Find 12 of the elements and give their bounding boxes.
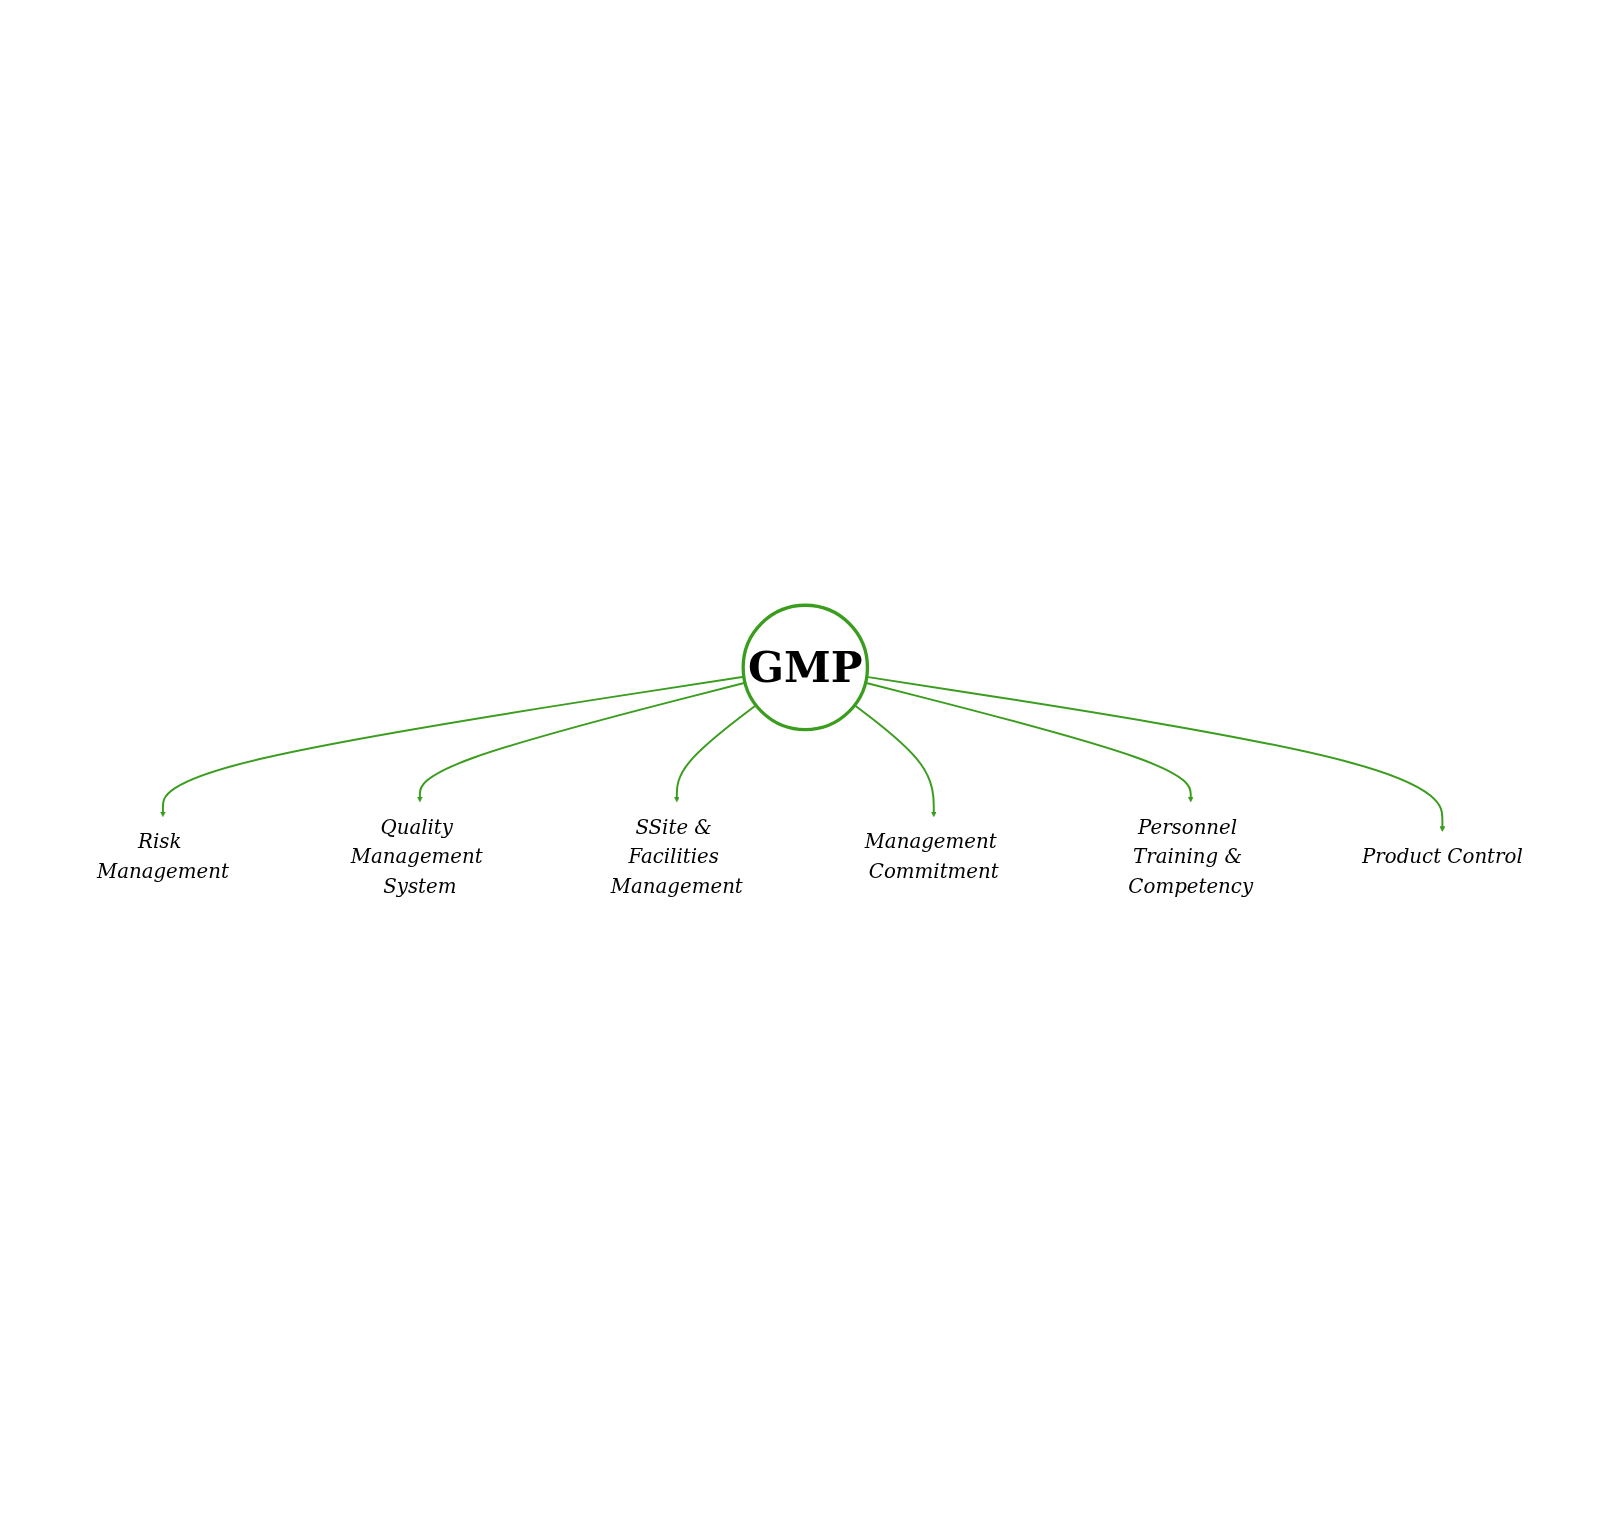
node-text: Risk Management	[96, 830, 229, 883]
node-text: Product Control	[1362, 844, 1523, 868]
node-circle: GMP	[741, 603, 870, 732]
arrow	[673, 704, 757, 803]
node-text: Quality Management System	[350, 815, 483, 898]
node-text: Management Commitment	[864, 830, 999, 883]
arrow	[853, 704, 937, 818]
arrow	[864, 681, 1194, 803]
arrow	[160, 675, 745, 818]
arrow	[865, 675, 1446, 832]
node-text: Personnel Training & Competency	[1128, 815, 1254, 898]
node-text: SSite & Facilities Management	[610, 815, 743, 898]
